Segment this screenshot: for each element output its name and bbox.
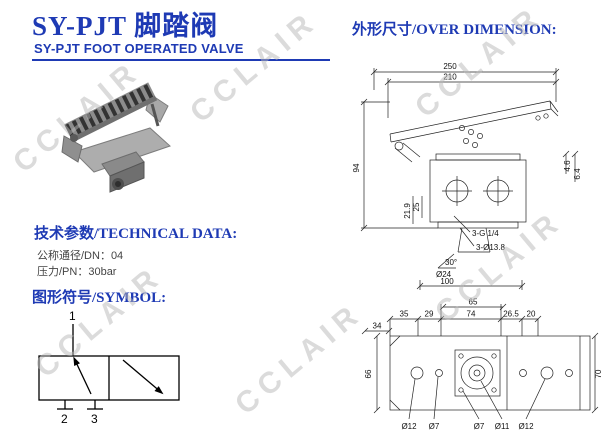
angle-label: 30° [445,258,457,267]
dim-4-6-label: 4.6 [563,160,572,172]
dim-100-label: 100 [440,277,454,286]
dim-250-label: 250 [443,62,457,71]
dim-70-label: 70 [594,369,603,378]
dim-29-label: 29 [425,310,434,319]
dim-35-label: 35 [400,310,409,319]
dia-11-label: Ø11 [495,422,510,431]
side-view-drawing: 250 210 94 4.6 6.4 25 21.9 3-G 1/4 3-Ø13… [352,62,582,290]
dim-6-4-label: 6.4 [573,168,582,180]
symbol-section-heading: 图形符号/SYMBOL: [32,290,167,306]
port-1-label: 1 [69,309,76,323]
port-3-label: 3 [91,412,98,426]
valve-symbol-box [38,324,180,410]
valve-body [101,151,145,193]
symbol-drawing: 1 2 3 [38,309,180,426]
watermark-text: CCLAIR [229,296,370,422]
top-view-lines [361,303,599,420]
thread-label: 3-G 1/4 [472,229,499,238]
dia-12-right-label: Ø12 [518,422,534,431]
dim-65-label: 65 [469,298,478,307]
dia-7-right-label: Ø7 [474,422,485,431]
holes-label: 3-Ø13.8 [476,243,505,252]
dim-74-label: 74 [467,310,476,319]
technical-section-heading: 技术参数/TECHNICAL DATA: [34,226,238,242]
dia-24-label: Ø24 [436,270,452,279]
page-title: SY-PJT 脚踏阀 [32,11,219,41]
dia-7-left-label: Ø7 [429,422,440,431]
dia-12-left-label: Ø12 [401,422,417,431]
flow-arrow-icon [73,356,164,395]
port-2-label: 2 [61,412,68,426]
side-view-lines [360,68,579,290]
dim-210-label: 210 [443,73,457,82]
spec-nominal-diameter: 公称通径/DN：04 [37,250,124,262]
top-view-drawing: 65 35 29 74 26.5 20 34 66 70 Ø12 Ø7 Ø7 Ø… [361,298,603,431]
dim-20-label: 20 [527,310,536,319]
foot-pedal [64,82,158,143]
dim-94-label: 94 [352,163,361,172]
dim-25-label: 25 [412,202,421,211]
spec-pressure: 压力/PN：30bar [37,266,117,278]
dim-34-label: 34 [373,322,382,331]
dim-21-9-label: 21.9 [403,203,412,219]
dim-26-5-label: 26.5 [503,310,519,319]
dimension-section-heading: 外形尺寸/OVER DIMENSION: [352,22,557,38]
product-photo [61,82,171,193]
title-underline [32,59,330,61]
page-subtitle: SY-PJT FOOT OPERATED VALVE [34,41,244,56]
dim-66-label: 66 [364,369,373,378]
